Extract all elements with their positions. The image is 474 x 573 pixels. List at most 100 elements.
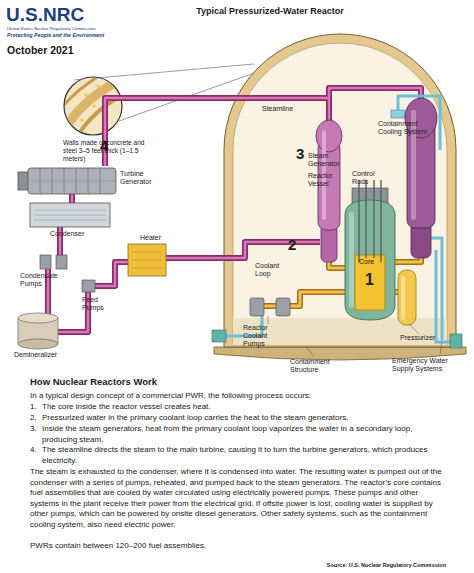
condenser [30, 203, 110, 227]
part-label: Emergency Water Supply Systems [392, 357, 462, 373]
callout-number: 4 [100, 137, 108, 154]
body-text: PWRs contain between 120–200 fuel assemb… [30, 541, 445, 552]
part-label: Condensate Pumps [20, 272, 60, 288]
steam-pipe [71, 194, 74, 203]
list-number: 2. [30, 413, 37, 422]
turbine-generator [28, 181, 116, 182]
list-item: Inside the steam generators, heat from t… [42, 424, 445, 445]
steam-pipe [105, 98, 329, 166]
pressurizer [401, 276, 405, 320]
section-heading: How Nuclear Reactors Work [30, 377, 157, 388]
condenser [34, 210, 106, 211]
callout-number: 1 [365, 271, 374, 289]
diagram-title: Typical Pressurized-Water Reactor [170, 6, 370, 16]
control-rods [380, 180, 381, 262]
list-item: The steamline directs the steam to the m… [42, 445, 445, 466]
leader-line [440, 341, 442, 355]
containment-structure [233, 318, 447, 345]
wall-magnifier [64, 77, 122, 135]
heater [132, 252, 162, 253]
part-label: Steamline [262, 105, 293, 113]
heater [128, 244, 166, 276]
callout-number: 3 [296, 145, 304, 162]
part-label: Heater [140, 234, 161, 242]
callout-number: 2 [288, 236, 296, 253]
control-rods [358, 180, 359, 262]
list-number: 3. [30, 424, 37, 433]
body-text: The steam is exhausted to the condenser,… [30, 467, 445, 530]
coolant-loop [264, 303, 276, 309]
part-label: Steam Generator [308, 152, 348, 168]
steam-pipe [105, 98, 329, 166]
part-label: Turbine Generator [120, 170, 166, 186]
reactor-vessel [345, 200, 395, 320]
steam-pipe [329, 88, 421, 100]
reactor-vessel [345, 188, 395, 320]
part-label: Core [359, 258, 374, 266]
heater [132, 268, 162, 269]
agency-logo: U.S.NRC [6, 4, 84, 26]
steam-generator [321, 225, 337, 262]
pressurizer [398, 270, 416, 325]
control-rods [365, 180, 366, 258]
steam-pipe [166, 242, 320, 258]
wall-magnifier [108, 78, 111, 81]
coolant-loop [290, 292, 345, 306]
wall-magnifier [96, 84, 99, 87]
containment-structure [224, 34, 456, 347]
demineralizer [18, 313, 58, 323]
part-label: Condenser [50, 230, 84, 238]
list-number: 1. [30, 402, 37, 411]
part-label: Demineralizer [14, 351, 57, 359]
containment-structure [233, 43, 447, 345]
leader-line [409, 324, 419, 334]
cooling-pipe [226, 96, 458, 342]
pump [82, 280, 95, 292]
pump [40, 255, 51, 269]
wall-magnifier [92, 104, 95, 107]
leader-line [306, 346, 314, 357]
reactor-vessel [355, 255, 385, 310]
cooling-unit [212, 110, 462, 348]
reactor-coolant-pump [276, 298, 290, 316]
body-text: In a typical design concept of a commerc… [30, 391, 445, 402]
coolant-loop [290, 292, 345, 306]
date-label: October 2021 [7, 44, 74, 56]
coolant-loop [264, 305, 276, 308]
turbine-generator [28, 168, 116, 194]
steam-pipe [329, 88, 421, 100]
reactor-coolant-pump [250, 298, 264, 316]
part-label: Containment Structure [290, 358, 340, 374]
cooling-unit [450, 334, 462, 348]
part-label: Control Rods [352, 170, 386, 186]
cooling-unit [391, 110, 405, 118]
part-label: Reactor Coolant Pumps [243, 324, 287, 348]
demineralizer [18, 339, 58, 349]
condenser [30, 203, 110, 227]
steam-pipe [166, 242, 320, 258]
condenser [34, 220, 106, 221]
wall-magnifier [74, 106, 77, 109]
list-item: The core inside the reactor vessel creat… [42, 402, 445, 413]
list-number: 4. [30, 445, 37, 454]
part-label: Coolant Loop [255, 262, 285, 278]
reactor-vessel [349, 212, 354, 308]
callout-label: Walls made of concrete and steel 3–5 fee… [63, 139, 158, 163]
reactor-coolant-pump [250, 298, 290, 316]
part-label: Pressurizer [400, 334, 435, 342]
heater [132, 260, 162, 261]
wall-magnifier [80, 118, 83, 121]
cooling-pipe [436, 250, 458, 342]
control-rods [373, 180, 374, 258]
steam-pipe [94, 262, 128, 286]
steam-pipe [94, 262, 128, 286]
steam-generator [316, 120, 342, 152]
agency-tagline: Protecting People and the Environment [7, 33, 104, 39]
wall-magnifier [84, 93, 87, 96]
control-rods [359, 180, 381, 262]
part-label: Reactor Vessel [308, 172, 344, 188]
source-note: Source: U.S. Nuclear Regulatory Commissi… [300, 562, 446, 568]
turbine-generator [18, 168, 116, 194]
